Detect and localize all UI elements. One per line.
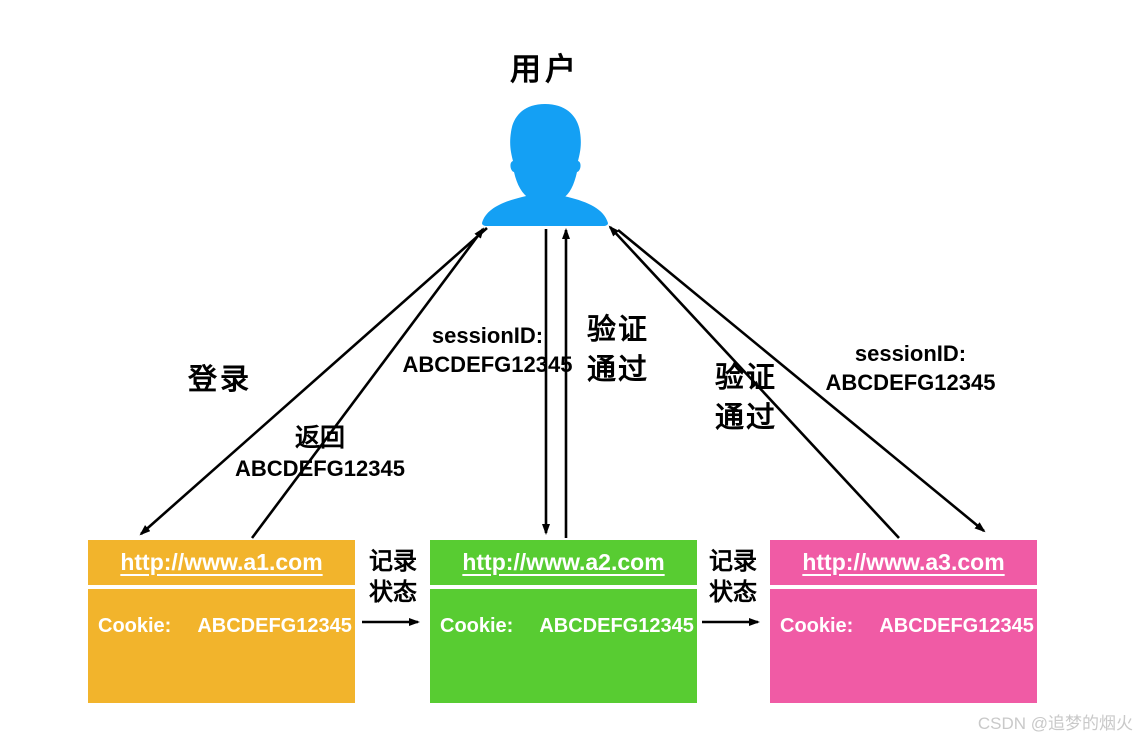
watermark: CSDN @追梦的烟火	[977, 714, 1133, 733]
cookie-value: ABCDEFG12345	[197, 615, 352, 637]
verify-right-line1: 验证	[714, 362, 777, 394]
cookie-value: ABCDEFG12345	[539, 615, 694, 637]
site-a1-divider	[88, 585, 355, 589]
user-icon	[482, 104, 608, 226]
sessionid-mid-value: ABCDEFG12345	[402, 351, 573, 377]
site-a3-cookie: Cookie: ABCDEFG12345	[770, 589, 1037, 638]
cookie-label: Cookie:	[440, 615, 514, 637]
verify-pass-mid-label: 验证 通过	[578, 310, 658, 390]
arrow-return-sessionid	[250, 227, 485, 539]
verify-right-line2: 通过	[714, 402, 777, 434]
sessionid-right-title: sessionID:	[854, 341, 967, 366]
verify-pass-right-label: 验证 通过	[706, 358, 786, 438]
site-box-a3: http://www.a3.com Cookie: ABCDEFG12345	[770, 540, 1037, 703]
site-a3-divider	[770, 585, 1037, 589]
return-label-value: ABCDEFG12345	[235, 455, 405, 481]
site-box-a1: http://www.a1.com Cookie: ABCDEFG12345	[88, 540, 355, 703]
site-a2-divider	[430, 585, 697, 589]
sessionid-mid-label: sessionID: ABCDEFG12345	[400, 322, 575, 379]
sessionid-right-value: ABCDEFG12345	[825, 369, 996, 395]
cookie-label: Cookie:	[780, 615, 854, 637]
record-state-2-line2: 状态	[709, 579, 757, 606]
login-label: 登录	[187, 364, 252, 396]
return-label-text: 返回	[294, 424, 345, 452]
record-state-label-2: 记录 状态	[698, 546, 768, 608]
sessionid-right-label: sessionID: ABCDEFG12345	[818, 340, 1003, 397]
record-state-2-line1: 记录	[709, 548, 757, 575]
cookie-label: Cookie:	[98, 615, 172, 637]
record-state-1-line1: 记录	[369, 548, 417, 575]
verify-mid-line1: 验证	[586, 314, 649, 346]
page-title: 用户	[510, 52, 580, 87]
record-state-label-1: 记录 状态	[358, 546, 428, 608]
site-box-a2: http://www.a2.com Cookie: ABCDEFG12345	[430, 540, 697, 703]
site-a2-cookie: Cookie: ABCDEFG12345	[430, 589, 697, 638]
site-a2-url: http://www.a2.com	[462, 549, 665, 575]
user-head-icon	[510, 104, 581, 212]
site-a1-cookie: Cookie: ABCDEFG12345	[88, 589, 355, 638]
site-a1-url: http://www.a1.com	[120, 549, 323, 575]
user-shoulders-icon	[482, 192, 608, 226]
sessionid-mid-title: sessionID:	[431, 323, 544, 348]
record-state-1-line2: 状态	[369, 579, 417, 606]
cookie-value: ABCDEFG12345	[879, 615, 1034, 637]
site-a3-url: http://www.a3.com	[802, 549, 1005, 575]
verify-mid-line2: 通过	[586, 354, 649, 386]
return-sessionid-label: 返回 ABCDEFG12345	[215, 422, 425, 483]
